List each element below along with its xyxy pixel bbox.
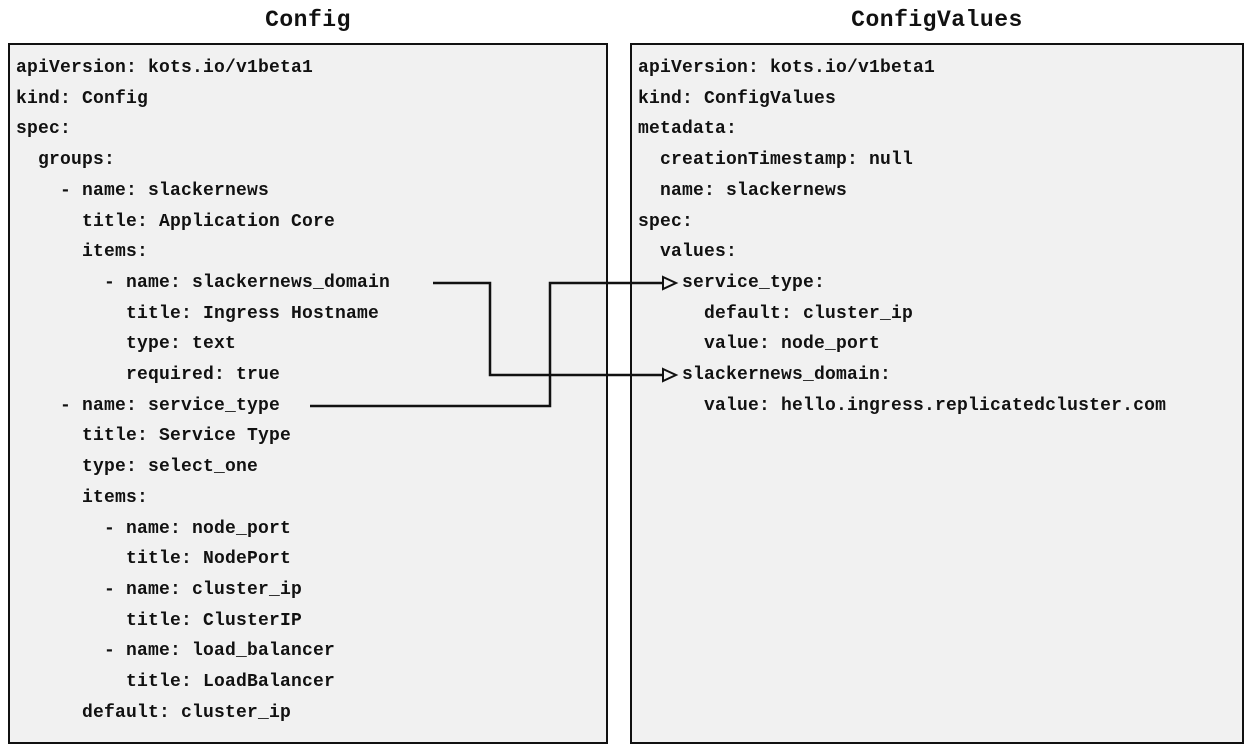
config-panel: apiVersion: kots.io/v1beta1 kind: Config… bbox=[8, 43, 608, 744]
configvalues-panel-title: ConfigValues bbox=[851, 7, 1023, 33]
config-yaml-code: apiVersion: kots.io/v1beta1 kind: Config… bbox=[16, 58, 391, 723]
configvalues-panel: apiVersion: kots.io/v1beta1 kind: Config… bbox=[630, 43, 1244, 744]
config-panel-title: Config bbox=[265, 7, 351, 33]
configvalues-yaml-code: apiVersion: kots.io/v1beta1 kind: Config… bbox=[638, 58, 1167, 416]
